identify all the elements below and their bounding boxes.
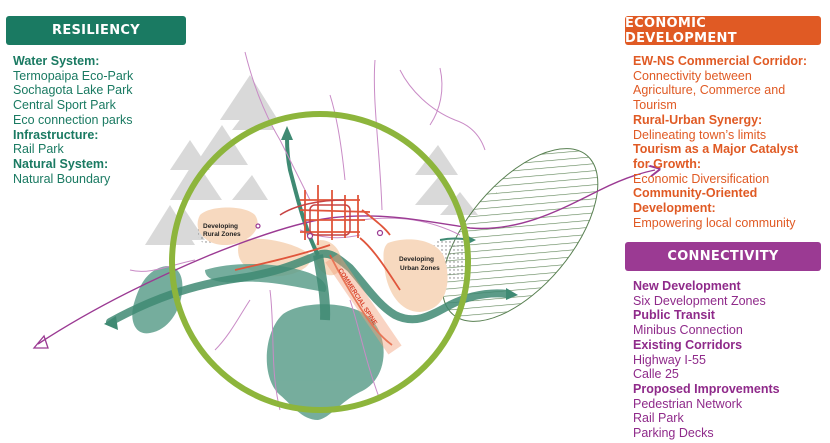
connectivity-item: Pedestrian Network [633, 396, 743, 411]
economic-item: Rural-Urban Synergy: [633, 112, 763, 127]
river-north [285, 137, 320, 256]
economic-item: Delineating town’s limits [633, 127, 767, 142]
resiliency-item: Water System: [13, 54, 100, 68]
connectivity-item: Public Transit [633, 308, 715, 323]
resiliency-item: Rail Park [13, 142, 64, 157]
economic-development-header: ECONOMIC DEVELOPMENT [625, 16, 821, 46]
resiliency-item: Eco connection parks [13, 112, 133, 127]
economic-item: Agriculture, Commerce and [633, 83, 786, 98]
connectivity-item: Existing Corridors [633, 337, 743, 352]
connectivity-item: Minibus Connection [633, 323, 743, 338]
resiliency-item: Termopaipa Eco-Park [13, 68, 134, 83]
urban-blocks [279, 199, 351, 236]
highway-arrow-west [32, 334, 49, 349]
economic-item: Tourism as a Major Catalyst [633, 142, 799, 157]
river [106, 249, 512, 326]
economic-item: Community-Oriented [633, 186, 758, 201]
economic-development-list: EW-NS Commercial Corridor: Connectivity … [633, 54, 807, 230]
resiliency-item: Sochagota Lake Park [13, 83, 133, 98]
river-branch [313, 254, 331, 321]
economic-item: Development: [633, 201, 716, 216]
connectivity-item: Highway I-55 [633, 352, 706, 367]
connectivity-item: Rail Park [633, 411, 684, 426]
economic-item: for Growth: [633, 156, 702, 171]
spine-band [325, 253, 402, 355]
connectivity-item: Proposed Improvements [633, 381, 780, 396]
connectivity-item: New Development [633, 279, 741, 293]
rural-zones-label-2: Rural Zones [203, 231, 241, 238]
river-arrow-west [104, 316, 118, 330]
resiliency-item: Natural Boundary [13, 171, 111, 186]
water-system [132, 264, 384, 420]
river-arrow-east [506, 288, 518, 300]
economic-item: Connectivity between [633, 68, 752, 83]
urban-zones-label: Developing [399, 256, 434, 263]
connectivity-item: Calle 25 [633, 367, 679, 382]
resiliency-item: Infrastructure: [13, 127, 99, 142]
connectivity-item: Six Development Zones [633, 293, 766, 308]
rural-zones-label: Developing [203, 223, 238, 230]
economic-item: Economic Diversification [633, 171, 770, 186]
economic-item: Tourism [633, 98, 677, 113]
resiliency-header: RESILIENCY [6, 16, 186, 45]
economic-item: Empowering local community [633, 215, 796, 230]
urban-zones-label-2: Urban Zones [400, 265, 440, 272]
connectivity-list: New Development Six Development Zones Pu… [633, 279, 780, 441]
transit-nodes [255, 223, 384, 240]
resilience-ring [169, 111, 471, 413]
resiliency-item: Natural System: [13, 156, 109, 171]
highway-i55 [37, 170, 655, 345]
resiliency-list: Water System: Termopaipa Eco-Park Sochag… [13, 54, 133, 186]
resiliency-item: Central Sport Park [13, 98, 116, 113]
natural-boundary [441, 148, 599, 322]
river-arrow-north [281, 126, 293, 140]
connectivity-item: Parking Decks [633, 426, 714, 441]
economic-item: EW-NS Commercial Corridor: [633, 54, 808, 68]
connectivity-header: CONNECTIVITY [625, 242, 821, 271]
